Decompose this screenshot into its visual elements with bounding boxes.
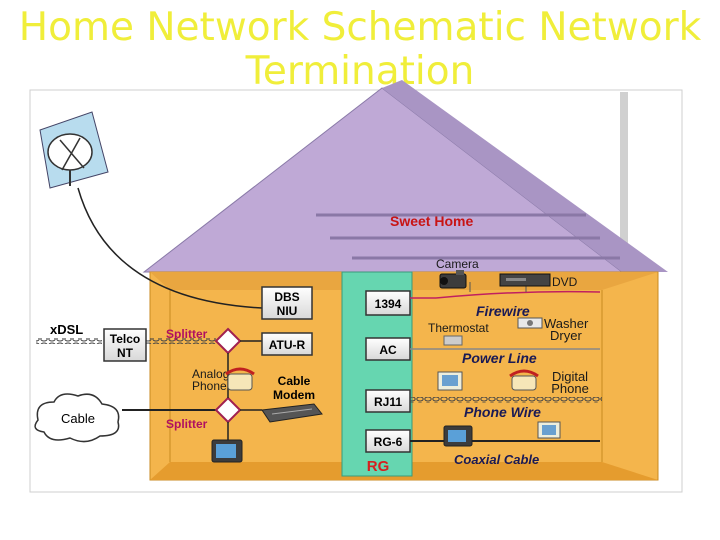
port-rj11-label: RJ11 xyxy=(374,395,402,409)
dbs-niu-line-1: DBS xyxy=(274,290,299,304)
dvd-player-icon xyxy=(499,273,551,287)
title-line-2: Termination xyxy=(245,49,475,94)
dvd-label: DVD xyxy=(552,275,578,289)
cable-modem-line-1: Cable xyxy=(278,374,311,388)
telco-nt-line-2: NT xyxy=(117,346,134,360)
satellite-dish-icon xyxy=(39,111,109,189)
title-line-1: Home Network Schematic Network xyxy=(18,5,702,50)
computer-icon xyxy=(537,421,561,439)
port-ac-label: AC xyxy=(379,343,397,357)
port-1394-label: 1394 xyxy=(375,297,402,311)
xdsl-line xyxy=(36,338,102,344)
satellite-feed-line xyxy=(77,187,263,309)
washer-dryer-line-1: Washer xyxy=(544,316,589,331)
thermostat-label: Thermostat xyxy=(428,321,489,335)
firewire-line xyxy=(410,290,601,299)
camera-icon xyxy=(439,270,467,289)
analog-phone-line-2: Phone xyxy=(192,379,227,393)
dbs-niu-box xyxy=(261,286,313,320)
frame-shadow xyxy=(620,92,628,342)
digital-phone-icon xyxy=(509,369,539,391)
atu-r-label: ATU-R xyxy=(269,338,306,352)
analog-phone-icon xyxy=(225,367,255,391)
computer-icon xyxy=(437,371,463,391)
thermostat-icon xyxy=(443,335,463,346)
tv-icon xyxy=(211,439,243,463)
camera-label: Camera xyxy=(436,257,479,271)
cable-modem-icon xyxy=(261,403,323,423)
digital-phone-line-1: Digital xyxy=(552,369,588,384)
digital-phone-line-2: Phone xyxy=(551,381,589,396)
power-line-label: Power Line xyxy=(462,350,537,366)
splitter-bottom-label: Splitter xyxy=(166,417,208,431)
sweet-home-label: Sweet Home xyxy=(390,213,473,229)
cable-modem-line-2: Modem xyxy=(273,388,315,402)
phone-wire-label: Phone Wire xyxy=(464,404,541,420)
washer-dryer-icon xyxy=(517,317,543,329)
xdsl-label: xDSL xyxy=(50,322,83,337)
xdsl-line-in xyxy=(146,338,216,344)
port-1394-box xyxy=(365,290,411,316)
cable-label: Cable xyxy=(61,411,95,426)
roof-side xyxy=(382,80,668,272)
coaxial-cable-label: Coaxial Cable xyxy=(454,452,539,467)
telco-nt-box xyxy=(103,328,147,362)
cable-cloud-icon xyxy=(34,393,120,443)
splitter-top-label: Splitter xyxy=(166,327,208,341)
analog-phone-line-1: Analog xyxy=(192,367,229,381)
port-rg6-label: RG-6 xyxy=(374,435,403,449)
atu-r-box xyxy=(261,332,313,356)
rg-label: RG xyxy=(367,458,390,475)
telco-nt-line-1: Telco xyxy=(110,332,140,346)
phone-wire xyxy=(410,397,602,403)
washer-dryer-line-2: Dryer xyxy=(550,328,582,343)
dbs-niu-line-2: NIU xyxy=(277,304,298,318)
tv-icon xyxy=(443,425,473,447)
firewire-label: Firewire xyxy=(476,303,530,319)
